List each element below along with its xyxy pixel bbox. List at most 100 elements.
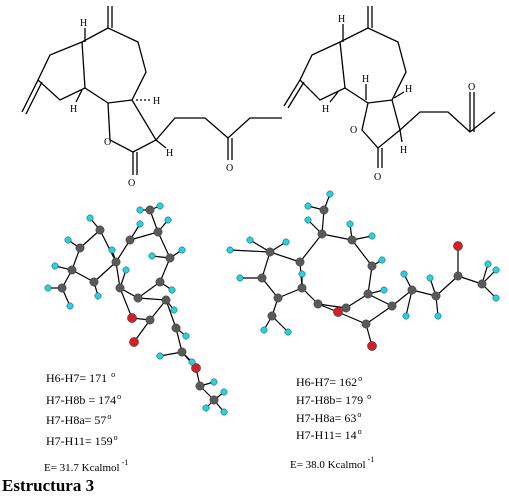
carbon-atom — [115, 283, 125, 293]
hydrogen-atom — [304, 216, 312, 224]
oxygen-atom — [333, 307, 343, 317]
carbon-atom — [317, 229, 327, 239]
carbon-atom — [313, 299, 323, 309]
carbon-atom — [145, 205, 155, 215]
hydrogen-atom — [220, 388, 228, 396]
oxygen-atom — [129, 337, 139, 347]
angle-h7-h11-right: H7-H11= 14o — [296, 427, 362, 442]
carbon-atom — [171, 323, 181, 333]
angle-h6-h7-right: H6-H7= 162o — [296, 374, 363, 389]
atom-label-h: H — [322, 104, 329, 115]
hydrogen-atom — [178, 246, 186, 254]
ball-and-stick-model-left — [44, 202, 228, 416]
bond — [261, 251, 271, 279]
hydrogen-atom — [492, 266, 500, 274]
energy-right: E= 38.0 Kcalmol-1 — [290, 455, 375, 471]
carbon-atom — [195, 381, 205, 391]
carbon-atom — [153, 227, 163, 237]
hydrogen-atom — [246, 236, 254, 244]
atom-label-o: O — [128, 178, 135, 189]
hydrogen-atom — [170, 306, 178, 314]
bond — [157, 231, 171, 259]
carbon-atom — [453, 271, 463, 281]
angle-h7-h11-left: H7-H11= 159o — [46, 433, 118, 448]
hydrogen-atom — [220, 408, 228, 416]
bond — [435, 275, 459, 297]
bond — [367, 293, 393, 307]
bond — [165, 299, 177, 329]
carbon-atom — [477, 279, 487, 289]
hydrogen-atom — [304, 202, 312, 210]
carbon-atom — [133, 293, 143, 303]
carbon-atom — [155, 277, 165, 287]
carbon-atom — [431, 291, 441, 301]
hydrogen-atom — [108, 246, 116, 254]
carbon-atom — [125, 235, 135, 245]
ball-and-stick-model-right — [226, 190, 500, 351]
hydrogen-atom — [136, 220, 144, 228]
hydrogen-atom — [434, 312, 442, 320]
atom-label-h: H — [338, 14, 345, 25]
skeletal-formula-left — [21, 6, 282, 175]
hydrogen-atom — [148, 252, 156, 260]
hydrogen-atom — [484, 260, 492, 268]
skeletal-formula-right — [283, 6, 496, 168]
atom-label-h: H — [362, 74, 369, 85]
figure-caption: Estructura 3 — [2, 476, 95, 495]
angle-h7-h8b-left: H7-H8b = 174o — [46, 392, 122, 407]
hydrogen-atom — [64, 236, 72, 244]
carbon-atom — [111, 257, 121, 267]
carbon-atom — [165, 253, 175, 263]
bond — [365, 305, 393, 325]
carbon-atom — [209, 395, 219, 405]
hydrogen-atom — [202, 404, 210, 412]
atom-label-h: H — [80, 18, 87, 29]
bond — [367, 265, 373, 295]
hydrogen-atom — [122, 266, 130, 274]
hydrogen-atom — [86, 214, 94, 222]
hydrogen-atom — [260, 326, 268, 334]
bond — [129, 231, 159, 241]
bond — [337, 311, 367, 325]
hydrogen-atom — [378, 256, 386, 264]
atom-label-o: O — [226, 163, 233, 174]
atom-label-o: O — [350, 125, 357, 136]
angle-h7-h8a-right: H7-H8a= 63o — [296, 410, 362, 425]
bond — [99, 229, 117, 263]
carbon-atom — [295, 257, 305, 267]
carbon-atom — [67, 265, 77, 275]
hydrogen-atom — [182, 332, 190, 340]
bond — [269, 251, 301, 263]
hydrogen-atom — [156, 202, 164, 210]
oxygen-atom — [453, 241, 463, 251]
carbon-atom — [341, 303, 351, 313]
atom-label-o: O — [104, 137, 111, 148]
hydrogen-atom — [226, 246, 234, 254]
oxygen-atom — [367, 341, 377, 351]
hydrogen-atom — [426, 274, 434, 282]
carbon-atom — [75, 243, 85, 253]
carbon-atom — [347, 235, 357, 245]
hydrogen-atom — [492, 294, 500, 302]
hydrogen-atom — [284, 328, 292, 336]
carbon-atom — [363, 289, 373, 299]
carbon-atom — [297, 283, 307, 293]
hydrogen-atom — [380, 286, 388, 294]
bond — [137, 297, 167, 301]
hydrogen-atom — [236, 274, 244, 282]
angle-h7-h8b-right: H7-H8b= 179 o — [296, 392, 372, 407]
carbon-atom — [257, 273, 267, 283]
carbon-atom — [265, 247, 275, 257]
bond — [321, 233, 353, 241]
carbon-atom — [161, 295, 171, 305]
atom-label-h: H — [166, 148, 173, 159]
bond — [79, 229, 101, 249]
hydrogen-atom — [66, 302, 74, 310]
hydrogen-atom — [188, 358, 196, 366]
atom-label-o: O — [374, 172, 381, 183]
hydrogen-atom — [51, 262, 59, 270]
carbon-atom — [387, 301, 397, 311]
carbon-atom — [145, 315, 155, 325]
carbon-atom — [267, 311, 277, 321]
hydrogen-atom — [210, 378, 218, 386]
